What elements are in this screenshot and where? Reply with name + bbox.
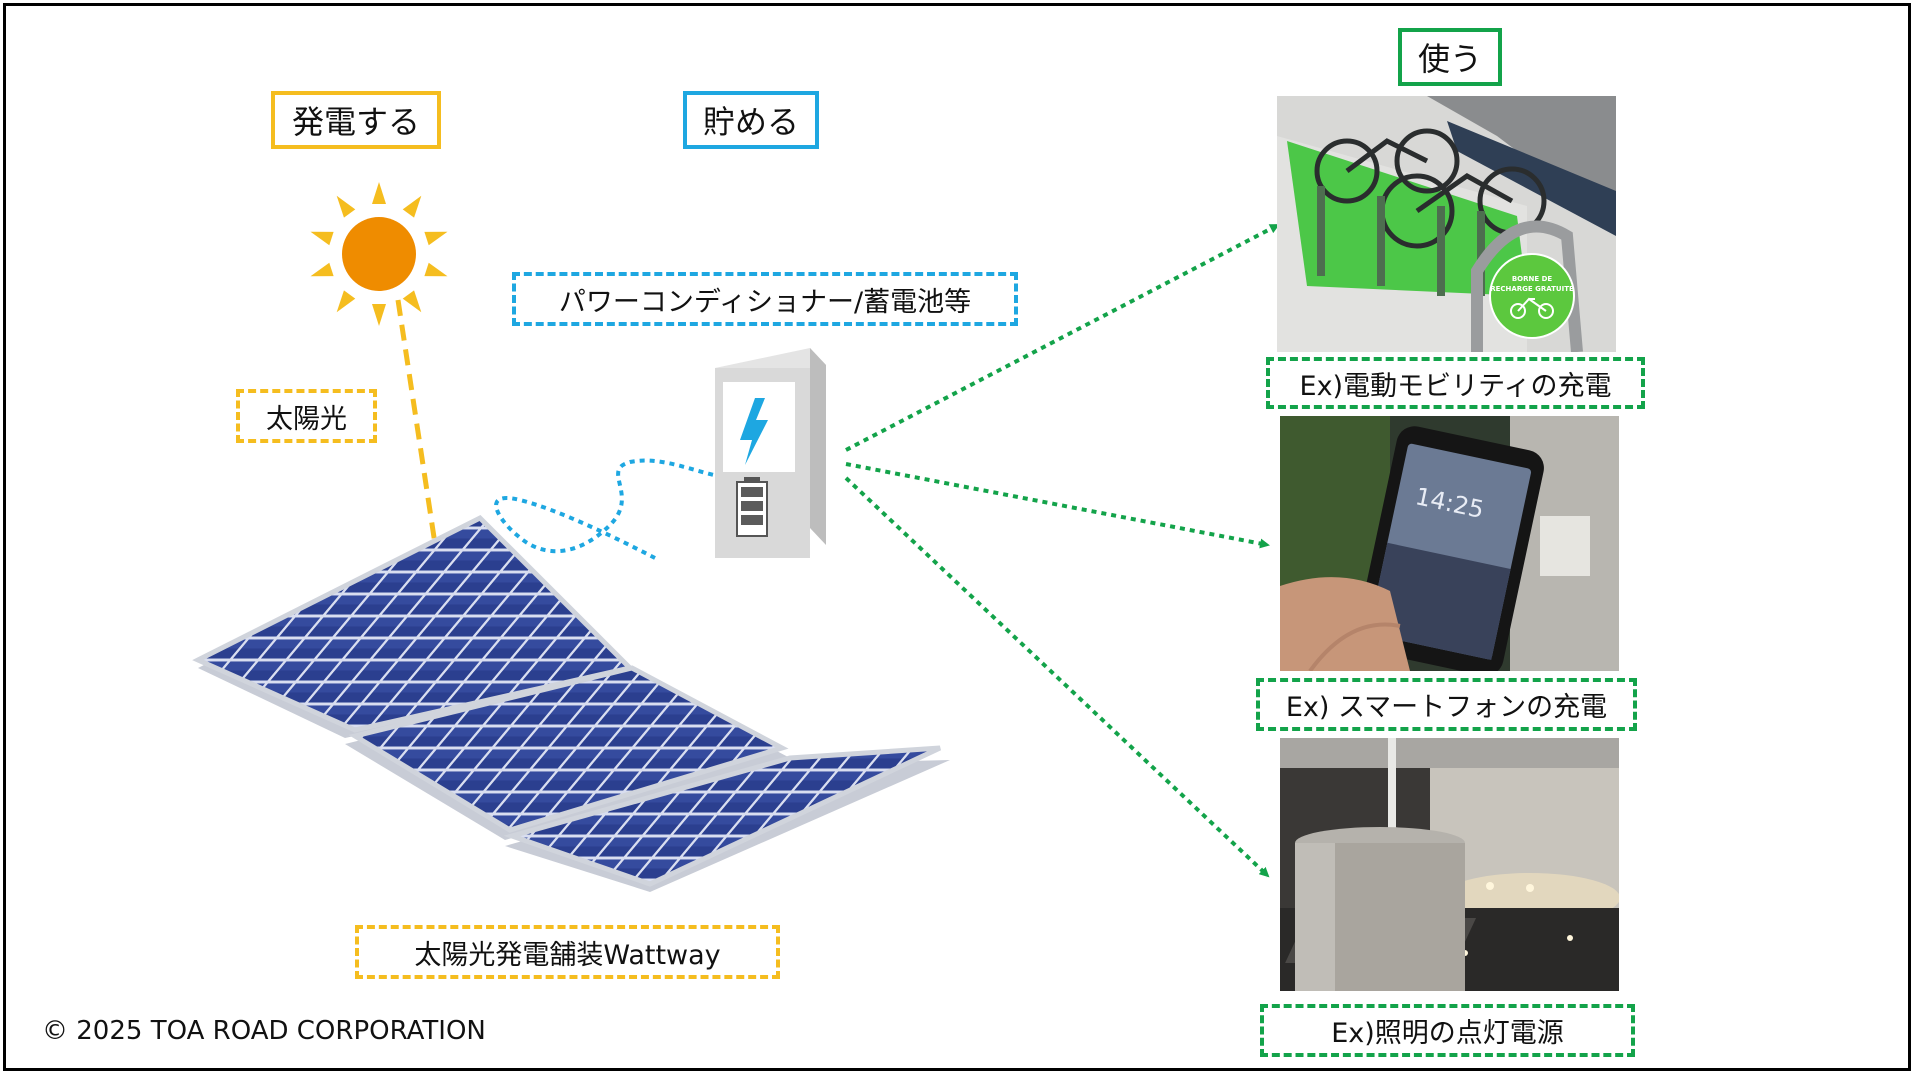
charging-sign-line2: RECHARGE GRATUITE [1490, 285, 1574, 293]
stage-store-label: 貯める [683, 91, 819, 149]
pavement-label: 太陽光発電舗装Wattway [355, 925, 780, 979]
arrow-to-smartphone [845, 462, 1270, 549]
solar-pavement-panels [192, 514, 950, 892]
lightning-icon [740, 398, 768, 465]
arrow-to-lighting [844, 476, 1270, 878]
photo-smartphone: 14:25 [1280, 416, 1619, 671]
charging-sign-line1: BORNE DE [1512, 275, 1553, 283]
slide-frame [3, 3, 1911, 1071]
stage-use-label: 使う [1398, 28, 1502, 86]
sunlight-label: 太陽光 [236, 389, 377, 443]
copyright-text: © 2025 TOA ROAD CORPORATION [42, 1016, 486, 1046]
use-caption-lighting: Ex)照明の点灯電源 [1260, 1004, 1635, 1057]
use-caption-smartphone: Ex) スマートフォンの充電 [1256, 678, 1637, 731]
photo-e-mobility: BORNE DE RECHARGE GRATUITE [1277, 96, 1616, 352]
inverter-label: パワーコンディショナー/蓄電池等 [512, 272, 1018, 326]
stage-generate-label: 発電する [271, 91, 441, 149]
use-caption-mobility: Ex)電動モビリティの充電 [1266, 357, 1645, 409]
power-cable [494, 458, 719, 560]
sun-icon [310, 182, 448, 326]
power-conditioner-box [715, 348, 826, 558]
bicycle-icon [1510, 297, 1554, 319]
arrow-to-mobility [845, 223, 1280, 452]
battery-icon [736, 477, 768, 537]
photo-lighting [1280, 738, 1619, 991]
